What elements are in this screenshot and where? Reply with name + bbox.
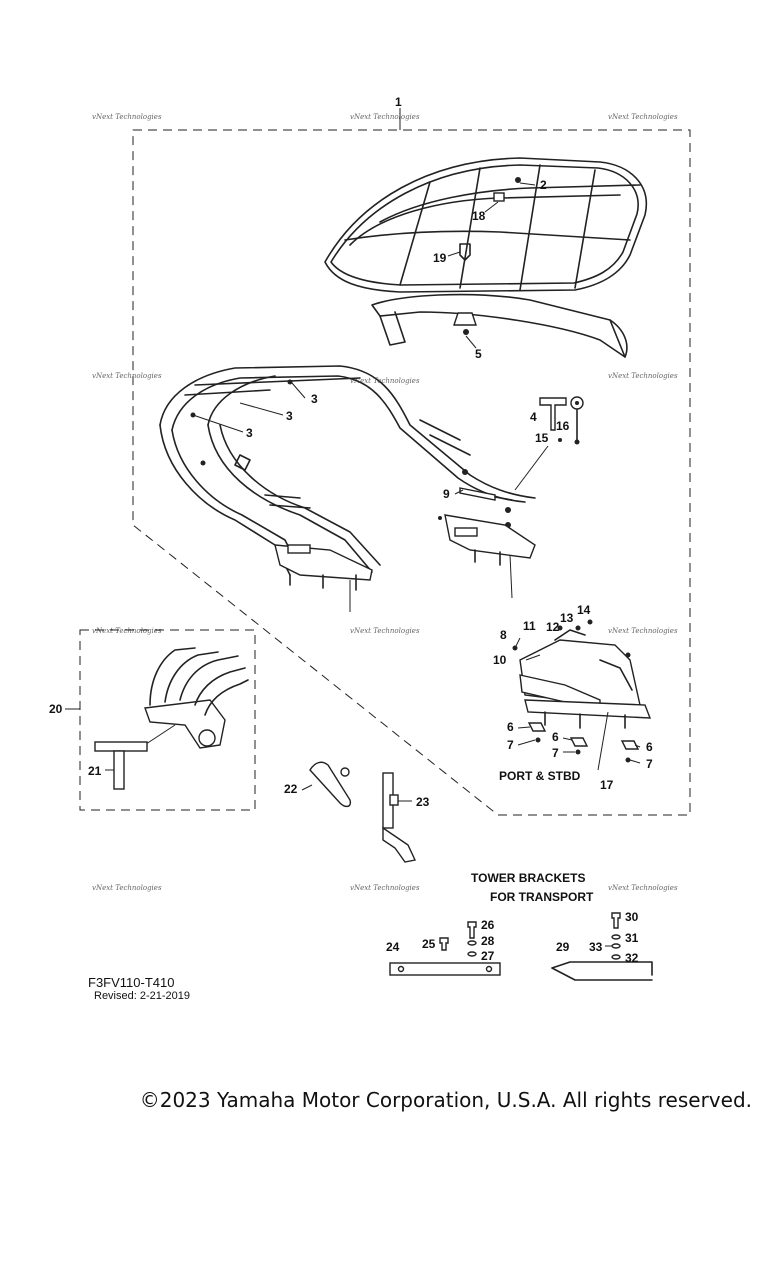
rack-inset-border (79, 629, 256, 811)
watermark: vNext Technologies (608, 372, 678, 380)
revised-date: Revised: 2-21-2019 (94, 990, 190, 1002)
knob-21 (94, 741, 148, 790)
callout-12: 12 (546, 620, 560, 634)
callout-3: 3 (311, 392, 318, 406)
copyright-notice: ©2023 Yamaha Motor Corporation, U.S.A. A… (0, 1088, 768, 1112)
callout-labels: 1 2 18 19 5 3 3 3 4 16 15 9 11 12 13 14 … (49, 95, 653, 965)
callout-13: 13 (560, 611, 574, 625)
callout-21: 21 (88, 764, 102, 778)
caption-tower-brackets-1: TOWER BRACKETS (471, 871, 585, 885)
callout-24: 24 (386, 940, 400, 954)
callout-4: 4 (530, 410, 537, 424)
watermark: vNext Technologies (92, 372, 162, 380)
watermark: vNext Technologies (350, 113, 420, 121)
watermark: vNext Technologies (350, 627, 420, 635)
callout-9: 9 (443, 487, 450, 501)
transport-bracket-29 (551, 912, 653, 981)
callout-10: 10 (493, 653, 507, 667)
watermark-group: vNext Technologies vNext Technologies vN… (92, 113, 678, 892)
callout-26: 26 (481, 918, 495, 932)
callout-30: 30 (625, 910, 639, 924)
tower-bracket-port-stbd (512, 619, 652, 771)
drawing-code: F3FV110-T410 (88, 975, 174, 990)
callout-15: 15 (535, 431, 549, 445)
board-rack (139, 647, 249, 749)
copyright-text: ©2023 Yamaha Motor Corporation, U.S.A. A… (139, 1088, 752, 1112)
callout-7: 7 (507, 738, 514, 752)
callout-32: 32 (625, 951, 639, 965)
callout-2: 2 (540, 178, 547, 192)
detail-pin-parts (514, 396, 584, 491)
assembly-border (132, 129, 691, 816)
callout-22: 22 (284, 782, 298, 796)
callout-3: 3 (286, 409, 293, 423)
callout-25: 25 (422, 937, 436, 951)
callout-29: 29 (556, 940, 570, 954)
callout-6: 6 (646, 740, 653, 754)
bimini-top-frame (324, 157, 648, 358)
callout-19: 19 (433, 251, 447, 265)
callout-20: 20 (49, 702, 63, 716)
watermark: vNext Technologies (350, 884, 420, 892)
caption-port-stbd: PORT & STBD (499, 769, 581, 783)
watermark: vNext Technologies (608, 113, 678, 121)
watermark: vNext Technologies (608, 627, 678, 635)
callout-27: 27 (481, 949, 495, 963)
callout-7: 7 (552, 746, 559, 760)
watermark: vNext Technologies (92, 113, 162, 121)
callout-1: 1 (395, 95, 402, 109)
callout-14: 14 (577, 603, 591, 617)
transport-bracket-24 (389, 921, 501, 976)
callout-6: 6 (552, 730, 559, 744)
callout-23: 23 (416, 795, 430, 809)
flag-holder-23 (382, 772, 417, 863)
callout-8: 8 (500, 628, 507, 642)
watermark: vNext Technologies (350, 377, 420, 385)
callout-7: 7 (646, 757, 653, 771)
callout-6: 6 (507, 720, 514, 734)
callout-11: 11 (523, 619, 536, 633)
callout-17: 17 (600, 778, 614, 792)
watermark: vNext Technologies (92, 884, 162, 892)
callout-leaders (105, 182, 641, 947)
callout-16: 16 (556, 419, 570, 433)
watermark: vNext Technologies (608, 884, 678, 892)
callout-18: 18 (472, 209, 486, 223)
callout-33: 33 (589, 940, 603, 954)
caption-tower-brackets-2: FOR TRANSPORT (490, 890, 594, 904)
watermark: vNext Technologies (92, 627, 162, 635)
wakeboard-tower (159, 365, 536, 612)
callout-3: 3 (246, 426, 253, 440)
callout-28: 28 (481, 934, 495, 948)
mirror-22 (309, 761, 352, 808)
callout-31: 31 (625, 931, 639, 945)
callout-5: 5 (475, 347, 482, 361)
